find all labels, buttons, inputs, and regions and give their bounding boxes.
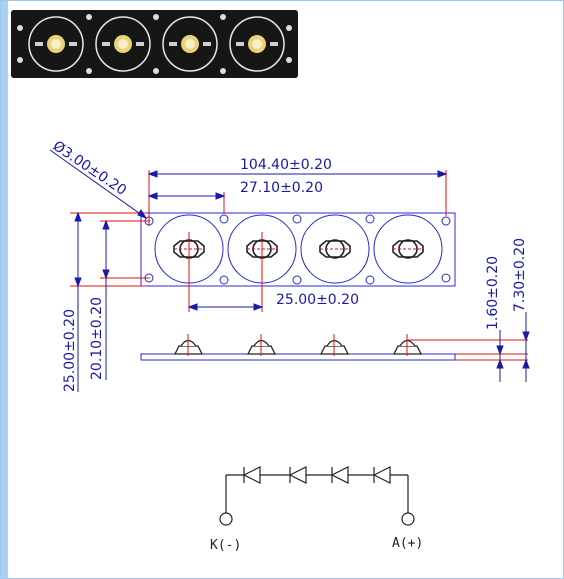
overall-length-label: 104.40±0.20	[240, 157, 332, 173]
anode-label: A(+)	[392, 536, 423, 551]
led-emitters	[173, 239, 424, 259]
total-height-label: 7.30±0.20	[512, 238, 528, 312]
dimension-lines	[49, 149, 448, 392]
led-photo-graphic	[11, 10, 298, 78]
side-view	[140, 312, 530, 382]
hole-spacing-label: 20.10±0.20	[89, 297, 105, 380]
board-outline	[140, 212, 456, 287]
cathode-label: K(-)	[210, 538, 241, 553]
center-lines	[70, 170, 447, 312]
pcb-thickness-label: 1.60±0.20	[485, 256, 501, 330]
led-pitch-label: 25.00±0.20	[276, 292, 359, 308]
left-border	[0, 0, 8, 579]
hole-diameter-label: Ø3.00±0.20	[50, 138, 129, 199]
led-schematic	[219, 466, 415, 526]
led-module-photo	[11, 10, 298, 78]
board-height-label: 25.00±0.20	[62, 309, 78, 392]
first-offset-label: 27.10±0.20	[240, 180, 323, 196]
